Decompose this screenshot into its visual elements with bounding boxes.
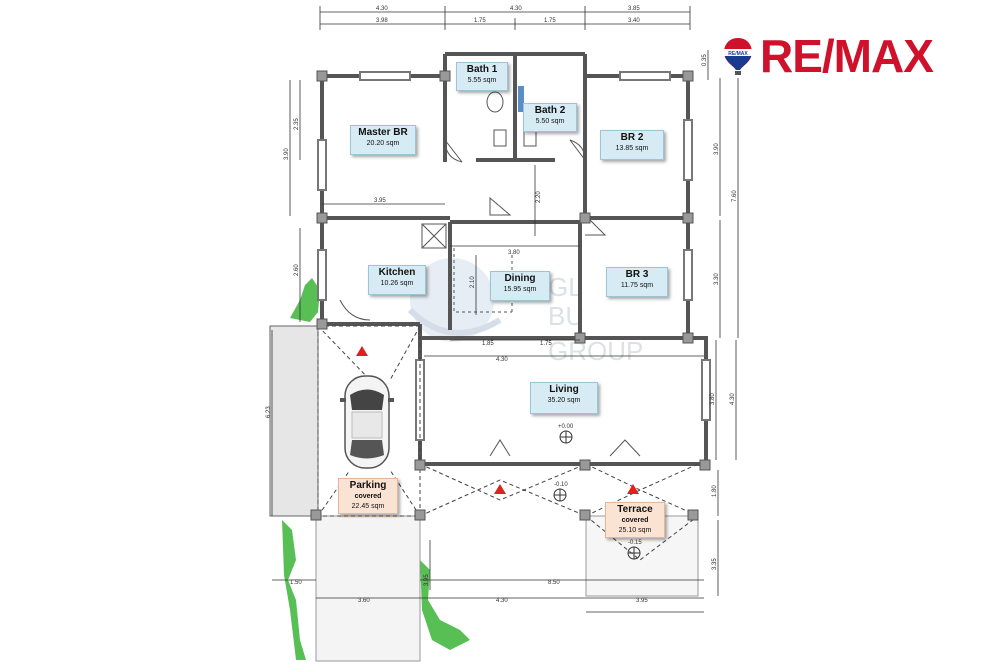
dim-bottom-3: 4.30 — [496, 598, 508, 604]
level-living: +0.00 — [558, 424, 574, 430]
dim-top-inner-1: 3.98 — [376, 18, 388, 24]
level-terrace: -0.10 — [554, 482, 568, 488]
area-name: Parking — [349, 480, 387, 491]
room-label-bath-1: Bath 1 5.55 sqm — [456, 62, 508, 91]
balloon-icon: RE/MAX — [724, 38, 752, 75]
dim-dining-v: 2.10 — [470, 276, 476, 288]
area-size: 25.10 sqm — [618, 527, 652, 534]
dim-right-2: 7.60 — [732, 190, 738, 202]
columns — [310, 70, 711, 521]
room-name: Dining — [504, 273, 536, 284]
level-markers — [553, 430, 641, 560]
room-name: Bath 1 — [466, 64, 498, 75]
room-name: BR 2 — [620, 132, 644, 143]
dim-top-inner-3: 1.75 — [544, 18, 556, 24]
level-yard: -0.15 — [628, 540, 642, 546]
dim-bottom-5: 8.50 — [548, 580, 560, 586]
dimension-lines — [271, 6, 739, 613]
room-label-living: Living 35.20 sqm — [530, 382, 598, 414]
dim-top-1: 4.30 — [376, 6, 388, 12]
room-name: Kitchen — [378, 267, 416, 278]
dim-master-1: 2.35 — [294, 118, 300, 130]
dim-mid: 2.20 — [536, 191, 542, 203]
dim-top-inner-4: 3.40 — [628, 18, 640, 24]
dim-top-3: 3.85 — [628, 6, 640, 12]
area-sub: covered — [621, 517, 649, 524]
room-label-dining: Dining 15.95 sqm — [490, 271, 550, 301]
dim-dining-b2: 1.75 — [540, 341, 552, 347]
area-label-terrace: Terrace covered 25.10 sqm — [605, 502, 665, 538]
room-label-br-2: BR 2 13.85 sqm — [600, 130, 664, 160]
room-area: 5.50 sqm — [535, 118, 565, 125]
dim-bottom-6: 3.95 — [636, 598, 648, 604]
room-area: 5.55 sqm — [467, 77, 497, 84]
dim-top-inner-2: 1.75 — [474, 18, 486, 24]
dim-living-v1: 3.80 — [710, 393, 716, 405]
room-label-master-br: Master BR 20.20 sqm — [350, 125, 416, 155]
dim-dining-w: 3.80 — [508, 250, 520, 256]
watermark-line-1: GL — [548, 272, 583, 302]
dim-dining-b1: 1.85 — [482, 341, 494, 347]
room-name: Living — [549, 384, 579, 395]
dim-bottom-4: 3.95 — [424, 574, 430, 586]
dim-living-v2: 4.30 — [730, 393, 736, 405]
dim-terrace-1: 1.80 — [712, 485, 718, 497]
dim-master-2: 3.90 — [284, 148, 290, 160]
driveway — [269, 325, 699, 662]
room-name: Master BR — [358, 127, 408, 138]
parking-lines — [317, 325, 699, 561]
room-name: BR 3 — [625, 269, 649, 280]
dim-living-w: 4.30 — [496, 357, 508, 363]
area-sub: covered — [354, 493, 382, 500]
dim-terrace-2: 3.35 — [712, 558, 718, 570]
area-label-parking: Parking covered 22.45 sqm — [338, 478, 398, 514]
room-area: 20.20 sqm — [366, 140, 400, 147]
room-label-bath-2: Bath 2 5.50 sqm — [523, 103, 577, 132]
kitchen-fixtures — [421, 223, 513, 313]
room-name: Bath 2 — [534, 105, 566, 116]
dim-master-w: 3.95 — [374, 198, 386, 204]
room-label-br-3: BR 3 11.75 sqm — [606, 267, 668, 297]
dim-right-1: 3.90 — [714, 143, 720, 155]
car-icon — [340, 375, 394, 469]
entry-markers — [356, 346, 639, 494]
area-size: 22.45 sqm — [351, 503, 385, 510]
bath-fixtures — [476, 86, 555, 162]
dim-right-top: 0.35 — [702, 54, 708, 66]
room-area: 13.85 sqm — [615, 145, 649, 152]
doors — [339, 139, 641, 457]
area-name: Terrace — [617, 504, 653, 515]
dim-top-2: 4.30 — [510, 6, 522, 12]
brand-logo: RE/MAX — [760, 30, 934, 82]
balloon-text: RE/MAX — [728, 51, 748, 57]
greenery — [282, 278, 470, 660]
room-area: 35.20 sqm — [547, 397, 581, 404]
room-area: 11.75 sqm — [620, 282, 654, 289]
watermark-line-3: GROUP — [548, 336, 643, 366]
dim-bottom-1: 1.50 — [290, 580, 302, 586]
room-area: 10.26 sqm — [380, 280, 414, 287]
room-label-kitchen: Kitchen 10.26 sqm — [368, 265, 426, 295]
dim-right-3: 3.30 — [714, 273, 720, 285]
room-area: 15.95 sqm — [503, 286, 537, 293]
dim-parking: 6.23 — [266, 406, 272, 418]
dim-kitchen: 2.60 — [294, 264, 300, 276]
dim-bottom-2: 3.60 — [358, 598, 370, 604]
